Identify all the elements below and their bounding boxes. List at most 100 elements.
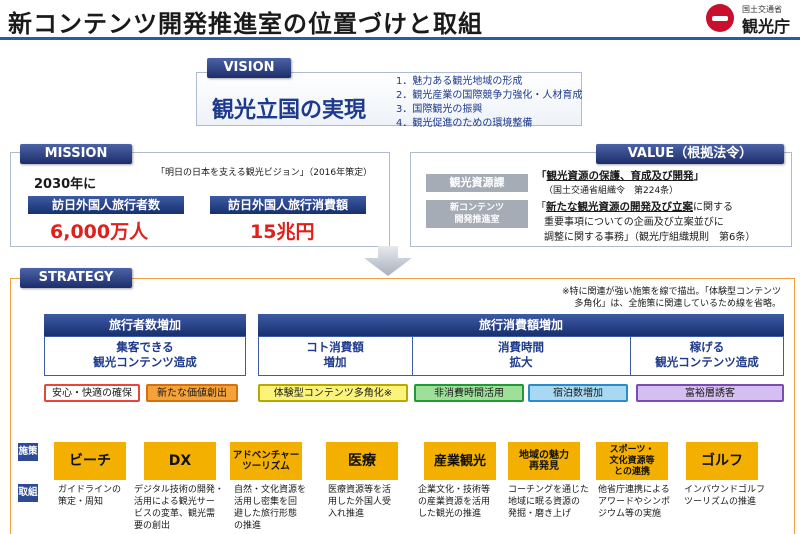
description-line: 他省庁連携による: [598, 485, 670, 495]
category-sub-line: 観光コンテンツ造成: [655, 355, 759, 369]
value-law-line4: 重要事項についての企画及び立案並びに: [544, 217, 724, 228]
vision-label: VISION: [207, 58, 291, 78]
measure-name-line: 再発見: [529, 461, 559, 472]
value-law-line3: 「新たな観光資源の開発及び立案に関する: [536, 198, 733, 214]
measure-sports-culture: スポーツ・ 文化資源等 との連携: [596, 442, 668, 480]
vision-item: 4．観光促進のための環境整備: [396, 118, 533, 129]
description-line: 活用による観光サー: [134, 497, 215, 507]
description-line: 発掘・磨き上げ: [508, 509, 572, 519]
category-sub-line: 増加: [323, 355, 347, 369]
category-sub-line: 稼げる: [689, 340, 725, 354]
page-title: 新コンテンツ開発推進室の位置づけと取組: [8, 10, 483, 38]
vision-item: 1．魅力ある観光地域の形成: [396, 76, 523, 87]
metric-value-spending: 15兆円: [250, 221, 315, 243]
measure-description: ガイドラインの 策定・周知: [58, 484, 121, 508]
pill-new-value: 新たな価値創出: [146, 384, 238, 402]
strategy-label: STRATEGY: [20, 268, 132, 288]
logo-agency-name: 観光庁: [742, 17, 791, 36]
description-line: 医療資源等を活: [328, 485, 392, 495]
description-line: ツーリズムの推進: [684, 497, 757, 507]
category-sub-line: 観光コンテンツ造成: [93, 355, 197, 369]
strategy-note: ※特に関連が強い施策を線で描出。「体験型コンテンツ 多角化」は、全施策に関連して…: [562, 286, 781, 310]
mission-label: MISSION: [20, 144, 132, 164]
value-law-line1-suffix: 」: [693, 170, 705, 182]
measure-name-line: 地域の魅力: [519, 450, 569, 461]
value-law-line1: 「観光資源の保護、育成及び開発」: [536, 168, 704, 183]
category-sub-line: 消費時間: [498, 340, 544, 354]
measure-name-line: スポーツ・: [609, 444, 655, 455]
category-sub-line: コト消費額: [306, 340, 364, 354]
measure-regional-rediscovery: 地域の魅力 再発見: [508, 442, 580, 480]
value-law-line3-prefix: 「: [536, 202, 546, 213]
description-line: ジウム等の実施: [598, 509, 662, 519]
row-label-actions: 取組: [18, 484, 38, 502]
description-line: 策定・周知: [58, 497, 104, 507]
pill-safety: 安心・快適の確保: [44, 384, 140, 402]
value-law-line1-emphasis: 観光資源の保護、育成及び開発: [546, 170, 694, 182]
value-law-line2: （国土交通省組織令 第224条）: [544, 186, 679, 196]
description-line: 自然・文化資源を: [234, 485, 307, 495]
measure-industrial-tourism: 産業観光: [424, 442, 496, 480]
measure-description: 他省庁連携による アワードやシンポ ジウム等の実施: [598, 484, 670, 520]
measure-dx: DX: [144, 442, 216, 480]
description-line: 活用し密集を回: [234, 497, 298, 507]
mission-reference: 「明日の日本を支える観光ビジョン」（2016年策定）: [156, 168, 373, 178]
vision-item: 2．観光産業の国際競争力強化・人材育成: [396, 90, 583, 101]
measure-description: 企業文化・技術等 の産業資源を活用 した観光の推進: [418, 484, 490, 520]
measure-description: デジタル技術の開発・ 活用による観光サー ビスの変革、観光需 要の創出: [134, 484, 224, 532]
value-law-line5: 調整に関する事務」（観光庁組織規則 第6条）: [544, 232, 756, 243]
description-line: 入れ推進: [328, 509, 365, 519]
description-line: 要の創出: [134, 521, 171, 531]
strategy-note-line: 多角化」は、全施策に関連しているため線を省略。: [574, 299, 782, 309]
description-line: ビスの変革、観光需: [134, 509, 216, 519]
measure-golf: ゴルフ: [686, 442, 758, 480]
category-divider: [630, 336, 631, 376]
category-sub-time: 消費時間 拡大: [412, 336, 630, 376]
category-sub-koto: コト消費額 増加: [258, 336, 412, 376]
description-line: コーチングを通じた: [508, 485, 590, 495]
measure-medical: 医療: [326, 442, 398, 480]
logo-ministry-text: 国土交通省: [742, 5, 782, 14]
row-label-measures: 施策: [18, 443, 38, 461]
description-line: ガイドラインの: [58, 485, 122, 495]
strategy-note-line: ※特に関連が強い施策を線で描出。「体験型コンテンツ: [562, 287, 782, 297]
measure-description: コーチングを通じた 地域に眠る資源の 発掘・磨き上げ: [508, 484, 589, 520]
vision-statement: 観光立国の実現: [212, 98, 367, 123]
description-line: インバウンドゴルフ: [684, 485, 766, 495]
description-line: の推進: [234, 521, 262, 531]
pill-wealthy: 富裕層誘客: [636, 384, 784, 402]
measure-description: インバウンドゴルフ ツーリズムの推進: [684, 484, 765, 508]
value-law-line3-emphasis: 新たな観光資源の開発及び立案: [546, 201, 693, 213]
measure-description: 自然・文化資源を 活用し密集を回 避した旅行形態 の推進: [234, 484, 306, 532]
agency-logo-icon: [706, 4, 734, 32]
measure-name-line: アドベンチャー: [232, 450, 300, 461]
measure-name-line: 文化資源等: [609, 455, 655, 466]
pill-experience: 体験型コンテンツ多角化※: [258, 384, 408, 402]
vision-panel: [196, 72, 582, 126]
category-divider: [412, 336, 413, 376]
category-sub-earn: 稼げる 観光コンテンツ造成: [630, 336, 784, 376]
value-law-line3-suffix: に関する: [693, 202, 733, 213]
category-header-spending: 旅行消費額増加: [258, 314, 784, 336]
description-line: の産業資源を活用: [418, 497, 491, 507]
category-sub-line: 集客できる: [116, 340, 174, 354]
title-underline: [0, 37, 800, 40]
vision-item: 3．国際観光の振興: [396, 104, 483, 115]
description-line: 用した外国人受: [328, 497, 392, 507]
description-line: アワードやシンポ: [598, 497, 671, 507]
dept-badge-line: 新コンテンツ: [449, 203, 504, 213]
dept-badge-tourism-resources: 観光資源課: [426, 174, 528, 192]
measure-name-line: ツーリズム: [242, 461, 290, 472]
category-body-spending: [258, 336, 784, 376]
dept-badge-new-content: 新コンテンツ 開発推進室: [426, 200, 528, 228]
description-line: 企業文化・技術等: [418, 485, 491, 495]
description-line: 避した旅行形態: [234, 509, 298, 519]
category-body-visitors: [44, 336, 246, 376]
metric-label-spending: 訪日外国人旅行消費額: [210, 196, 366, 214]
down-arrow-icon: [364, 246, 412, 276]
description-line: デジタル技術の開発・: [134, 485, 224, 495]
category-header-visitors: 旅行者数増加: [44, 314, 246, 336]
category-sub-line: 拡大: [509, 355, 533, 369]
category-sub-visitors: 集客できる 観光コンテンツ造成: [44, 336, 246, 376]
measure-adventure-tourism: アドベンチャー ツーリズム: [230, 442, 302, 480]
